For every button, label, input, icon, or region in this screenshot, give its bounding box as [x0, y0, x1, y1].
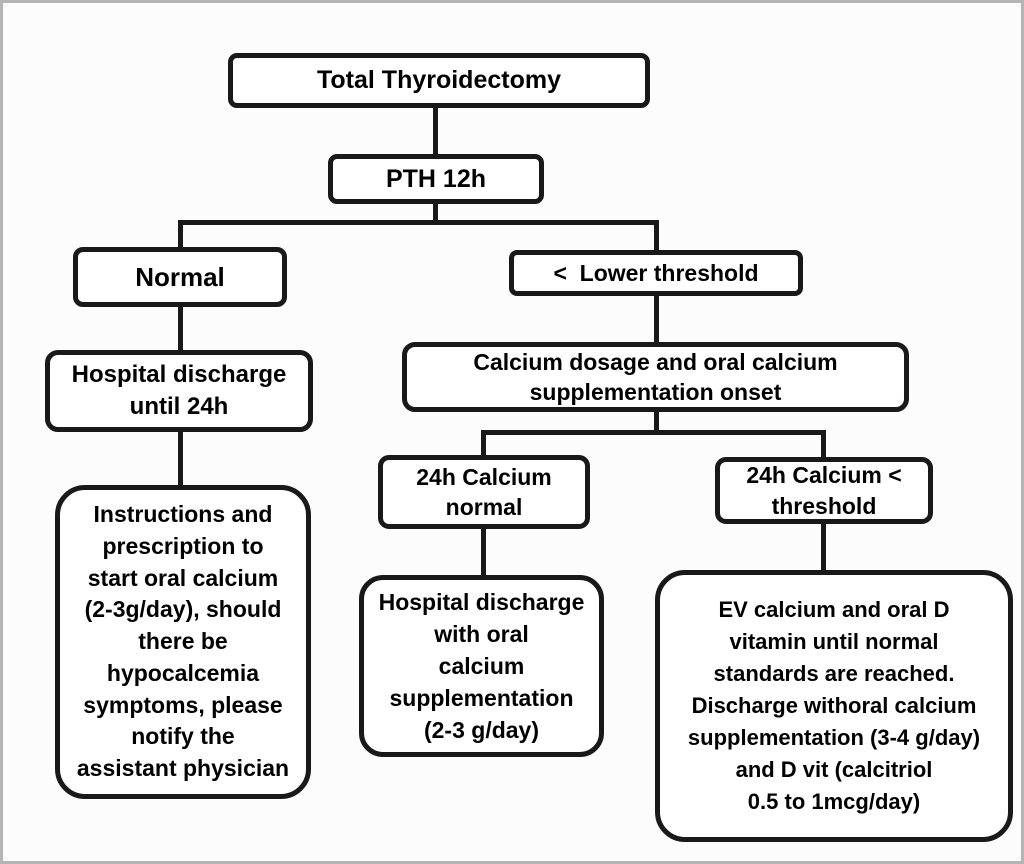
- edge-calcium-normal-to-discharge-oral: [481, 527, 486, 577]
- node-hospital-discharge-until-24h: Hospital discharge until 24h: [45, 350, 313, 432]
- edge-pth-stub: [433, 201, 438, 225]
- node-pth-12h: PTH 12h: [328, 154, 544, 204]
- edge-calcium-dosage-stub: [654, 410, 659, 434]
- edge-branch-to-lower-threshold: [654, 220, 659, 253]
- node-24h-calcium-below-threshold: 24h Calcium < threshold: [715, 457, 933, 524]
- node-total-thyroidectomy: Total Thyroidectomy: [228, 53, 650, 108]
- edge-branch-to-calcium-below: [821, 430, 826, 459]
- edge-normal-to-discharge24h: [178, 304, 183, 352]
- node-calcium-dosage-supplementation-onset: Calcium dosage and oral calcium suppleme…: [402, 342, 909, 412]
- node-instructions-prescription: Instructions and prescription to start o…: [55, 485, 311, 799]
- node-pth-lower-threshold: < Lower threshold: [509, 250, 803, 296]
- edge-branch-bar-bottom: [481, 430, 826, 435]
- edge-branch-to-calcium-normal: [481, 430, 486, 457]
- edge-discharge24h-to-instructions: [178, 430, 183, 487]
- edge-calcium-below-to-ev: [821, 522, 826, 572]
- edge-branch-bar-top: [178, 220, 659, 225]
- node-discharge-with-oral-calcium: Hospital discharge with oral calcium sup…: [359, 575, 604, 757]
- edge-lower-to-calcium-dosage: [654, 294, 659, 344]
- node-ev-calcium-d-vitamin: EV calcium and oral D vitamin until norm…: [655, 570, 1013, 842]
- node-pth-normal: Normal: [73, 247, 287, 307]
- node-24h-calcium-normal: 24h Calcium normal: [378, 455, 590, 529]
- edge-root-to-pth: [433, 105, 438, 156]
- edge-branch-to-normal: [178, 220, 183, 249]
